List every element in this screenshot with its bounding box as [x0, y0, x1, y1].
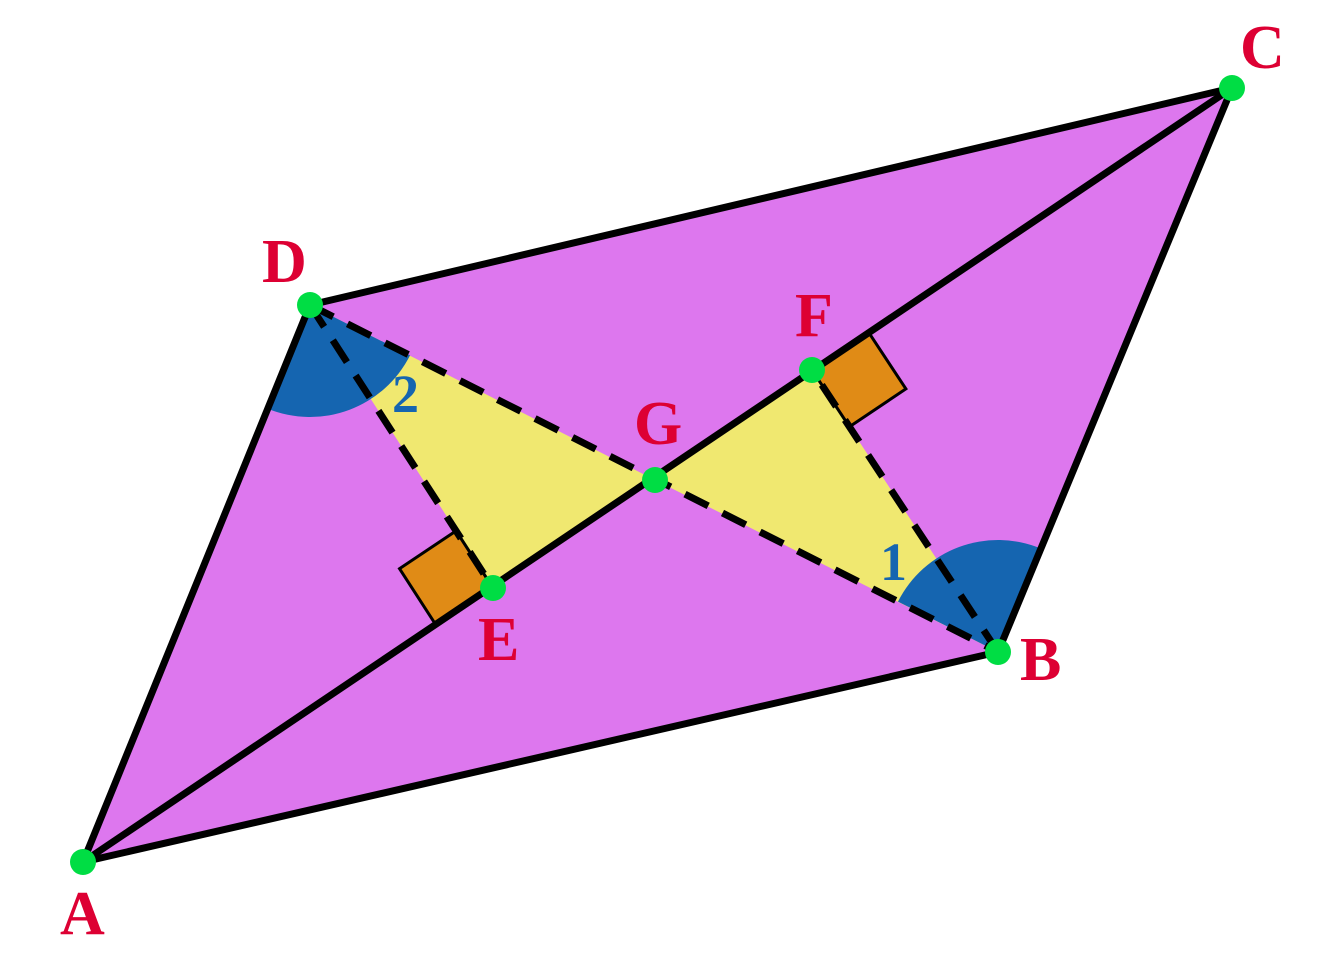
angle-wedges — [267, 305, 1041, 652]
perpendicular-DE — [307, 303, 496, 590]
vertex-dot-D[interactable] — [297, 292, 323, 318]
vertex-label-F: F — [795, 282, 833, 350]
vertex-dot-A[interactable] — [70, 849, 96, 875]
angle-wedge-at-D — [267, 305, 411, 418]
angle-label-2: 2 — [392, 364, 419, 424]
vertex-label-E: E — [478, 606, 519, 674]
vertex-label-B: B — [1020, 626, 1061, 694]
vertex-label-D: D — [262, 228, 307, 296]
side-BA — [82, 648, 999, 866]
side-AD — [79, 303, 314, 864]
angle-number-labels: 1 2 — [392, 364, 907, 592]
vertex-labels: A B C D E F G — [60, 14, 1285, 948]
vertex-label-C: C — [1240, 14, 1285, 82]
vertex-dot-C[interactable] — [1219, 75, 1245, 101]
perpendicular-BF — [809, 368, 1001, 654]
vertex-dot-G[interactable] — [642, 467, 668, 493]
vertex-dots — [70, 75, 1245, 875]
angle-wedge-at-B — [897, 540, 1041, 652]
vertex-dot-B[interactable] — [985, 639, 1011, 665]
vertex-dot-F[interactable] — [799, 357, 825, 383]
vertex-label-A: A — [60, 880, 105, 948]
vertex-dot-E[interactable] — [480, 575, 506, 601]
vertex-label-G: G — [634, 390, 682, 458]
side-CB — [994, 86, 1236, 654]
side-DC — [309, 84, 1233, 309]
angle-label-1: 1 — [880, 532, 907, 592]
